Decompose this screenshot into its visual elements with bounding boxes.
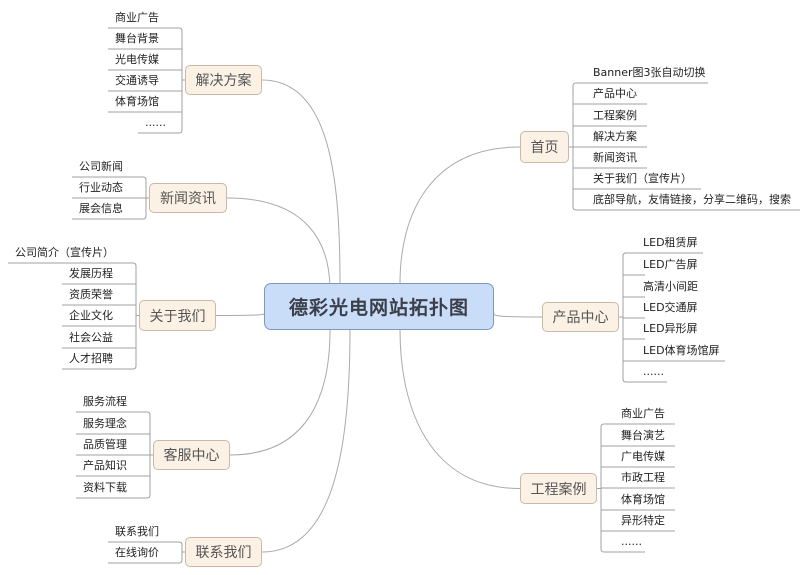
- topic-item-about[interactable]: 人才招聘: [69, 352, 113, 365]
- topic-item-about[interactable]: 发展历程: [69, 267, 113, 280]
- topic-item-service[interactable]: 品质管理: [83, 438, 127, 451]
- branch-connector-contact: [261, 329, 351, 553]
- topic-item-solutions[interactable]: 商业广告: [115, 11, 159, 24]
- topic-item-solutions[interactable]: 交通诱导: [115, 74, 159, 87]
- topic-item-products[interactable]: LED租赁屏: [643, 236, 698, 249]
- item-underline: [72, 215, 147, 220]
- item-underline: [108, 541, 183, 546]
- topic-item-products[interactable]: LED异形屏: [643, 322, 698, 335]
- item-underline: [76, 411, 151, 416]
- topic-item-service[interactable]: 服务流程: [83, 395, 127, 408]
- topic-item-news[interactable]: 行业动态: [79, 181, 123, 194]
- item-underline: [76, 494, 151, 499]
- item-underline: [572, 206, 800, 211]
- item-underline: [600, 548, 645, 553]
- topic-item-cases[interactable]: 市政工程: [621, 471, 665, 484]
- topic-item-products[interactable]: LED体育场馆屏: [643, 344, 720, 357]
- topic-item-solutions[interactable]: 光电传媒: [115, 53, 159, 66]
- topic-item-home[interactable]: 产品中心: [593, 87, 637, 100]
- topic-item-solutions[interactable]: 舞台背景: [115, 32, 159, 45]
- branch-connector-news: [226, 197, 331, 291]
- topic-item-news[interactable]: 展会信息: [79, 202, 123, 215]
- branch-node-news[interactable]: 新闻资讯: [149, 183, 227, 213]
- topic-item-products[interactable]: ......: [643, 365, 664, 378]
- item-underline: [108, 27, 183, 32]
- item-underline: [72, 176, 147, 181]
- item-underline: [108, 559, 183, 564]
- topic-item-news[interactable]: 公司新闻: [79, 160, 123, 173]
- topic-item-solutions[interactable]: ......: [145, 116, 166, 129]
- topic-item-home[interactable]: Banner图3张自动切换: [593, 66, 706, 79]
- branch-node-home[interactable]: 首页: [520, 131, 569, 163]
- branch-connector-solutions: [261, 79, 341, 284]
- topic-item-cases[interactable]: 异形特定: [621, 514, 665, 527]
- topic-item-home[interactable]: 工程案例: [593, 109, 637, 122]
- topic-item-home[interactable]: 解决方案: [593, 130, 637, 143]
- branch-node-products[interactable]: 产品中心: [542, 302, 619, 332]
- branch-node-cases[interactable]: 工程案例: [520, 473, 597, 504]
- topic-item-contact[interactable]: 联系我们: [115, 525, 159, 538]
- branch-connector-home: [399, 146, 521, 284]
- topic-item-cases[interactable]: 广电传媒: [621, 450, 665, 463]
- topic-item-home[interactable]: 关于我们（宣传片）: [593, 172, 692, 185]
- item-underline: [622, 378, 667, 383]
- topic-item-service[interactable]: 服务理念: [83, 417, 127, 430]
- branch-node-service[interactable]: 客服中心: [153, 440, 230, 470]
- topic-item-about[interactable]: 企业文化: [69, 309, 113, 322]
- topic-item-about[interactable]: 公司简介（宣传片）: [15, 246, 114, 259]
- item-underline: [8, 262, 137, 267]
- item-underline: [600, 423, 675, 428]
- branch-node-about[interactable]: 关于我们: [139, 300, 216, 331]
- item-underline: [138, 129, 183, 134]
- branch-node-solutions[interactable]: 解决方案: [185, 65, 262, 95]
- topic-item-cases[interactable]: 舞台演艺: [621, 429, 665, 442]
- branch-connector-cases: [399, 329, 521, 489]
- topic-item-cases[interactable]: 体育场馆: [621, 493, 665, 506]
- topic-item-service[interactable]: 产品知识: [83, 459, 127, 472]
- branch-connector-products: [493, 312, 543, 318]
- root-node[interactable]: 德彩光电网站拓扑图: [264, 283, 494, 330]
- topic-item-products[interactable]: LED广告屏: [643, 258, 698, 271]
- branch-connector-service: [229, 329, 331, 456]
- item-underline: [622, 252, 703, 257]
- topic-item-contact[interactable]: 在线询价: [115, 546, 159, 559]
- topic-item-about[interactable]: 资质荣誉: [69, 288, 113, 301]
- topic-item-about[interactable]: 社会公益: [69, 331, 113, 344]
- topic-item-service[interactable]: 资料下载: [83, 481, 127, 494]
- item-underline: [572, 82, 708, 87]
- branch-connector-about: [215, 312, 265, 316]
- topic-item-cases[interactable]: 商业广告: [621, 407, 665, 420]
- topic-item-home[interactable]: 底部导航，友情链接，分享二维码，搜索: [593, 193, 791, 206]
- branch-node-contact[interactable]: 联系我们: [185, 537, 262, 567]
- item-underline: [62, 365, 137, 370]
- topic-item-cases[interactable]: ......: [621, 535, 642, 548]
- topic-item-solutions[interactable]: 体育场馆: [115, 95, 159, 108]
- topic-item-home[interactable]: 新闻资讯: [593, 151, 637, 164]
- topic-item-products[interactable]: LED交通屏: [643, 301, 698, 314]
- topic-item-products[interactable]: 高清小间距: [643, 280, 698, 293]
